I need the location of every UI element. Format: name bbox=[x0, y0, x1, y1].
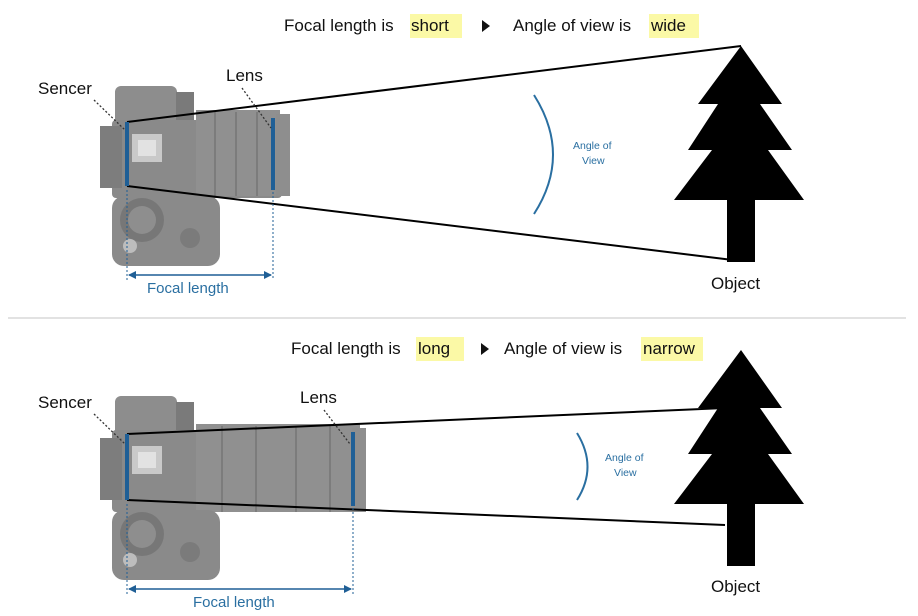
top-sensor-label: Sencer bbox=[38, 79, 92, 98]
bottom-ray-upper-left bbox=[126, 407, 726, 435]
bottom-angle-label-2: View bbox=[614, 467, 637, 479]
bottom-angle-label-1: Angle of bbox=[605, 452, 644, 464]
bottom-lens-label: Lens bbox=[300, 388, 337, 407]
top-header-result: wide bbox=[650, 16, 686, 35]
triangle-right-icon bbox=[481, 343, 489, 355]
bottom-ray-lower-left bbox=[126, 499, 726, 526]
wide-highlight bbox=[649, 14, 699, 38]
top-tree-icon bbox=[674, 46, 804, 262]
top-object-label: Object bbox=[711, 274, 760, 293]
top-angle-label-1: Angle of bbox=[573, 140, 612, 152]
top-ray-upper bbox=[126, 45, 742, 123]
triangle-right-icon bbox=[482, 20, 490, 32]
short-highlight bbox=[410, 14, 462, 38]
top-header-prefix: Focal length is bbox=[284, 16, 398, 35]
bottom-sensor-callout bbox=[93, 413, 126, 445]
top-header-suffix: Angle of view is bbox=[513, 16, 636, 35]
top-header-value: short bbox=[411, 16, 449, 35]
bottom-lens-callout bbox=[323, 409, 351, 445]
bottom-object-label: Object bbox=[711, 577, 760, 596]
camera-icon bbox=[100, 396, 366, 580]
top-angle-label-2: View bbox=[582, 155, 605, 167]
top-focal-label: Focal length bbox=[147, 280, 229, 297]
top-ray-lower bbox=[126, 185, 742, 262]
top-panel: Focal length is short Angle of view is w… bbox=[38, 14, 804, 297]
bottom-sensor-label: Sencer bbox=[38, 393, 92, 412]
bottom-header-result: narrow bbox=[643, 339, 696, 358]
top-lens-label: Lens bbox=[226, 66, 263, 85]
bottom-header-suffix: Angle of view is bbox=[504, 339, 627, 358]
bottom-panel: Focal length is long Angle of view is na… bbox=[38, 337, 804, 611]
bottom-header-prefix: Focal length is bbox=[291, 339, 405, 358]
bottom-focal-label: Focal length bbox=[193, 594, 275, 611]
top-angle-arc bbox=[533, 94, 554, 215]
top-sensor-callout bbox=[93, 99, 126, 131]
long-highlight bbox=[416, 337, 464, 361]
camera-icon bbox=[100, 86, 290, 266]
bottom-tree-icon bbox=[674, 350, 804, 566]
bottom-header-value: long bbox=[418, 339, 450, 358]
bottom-angle-arc bbox=[576, 432, 589, 501]
top-lens-callout bbox=[241, 87, 272, 129]
narrow-highlight bbox=[641, 337, 703, 361]
